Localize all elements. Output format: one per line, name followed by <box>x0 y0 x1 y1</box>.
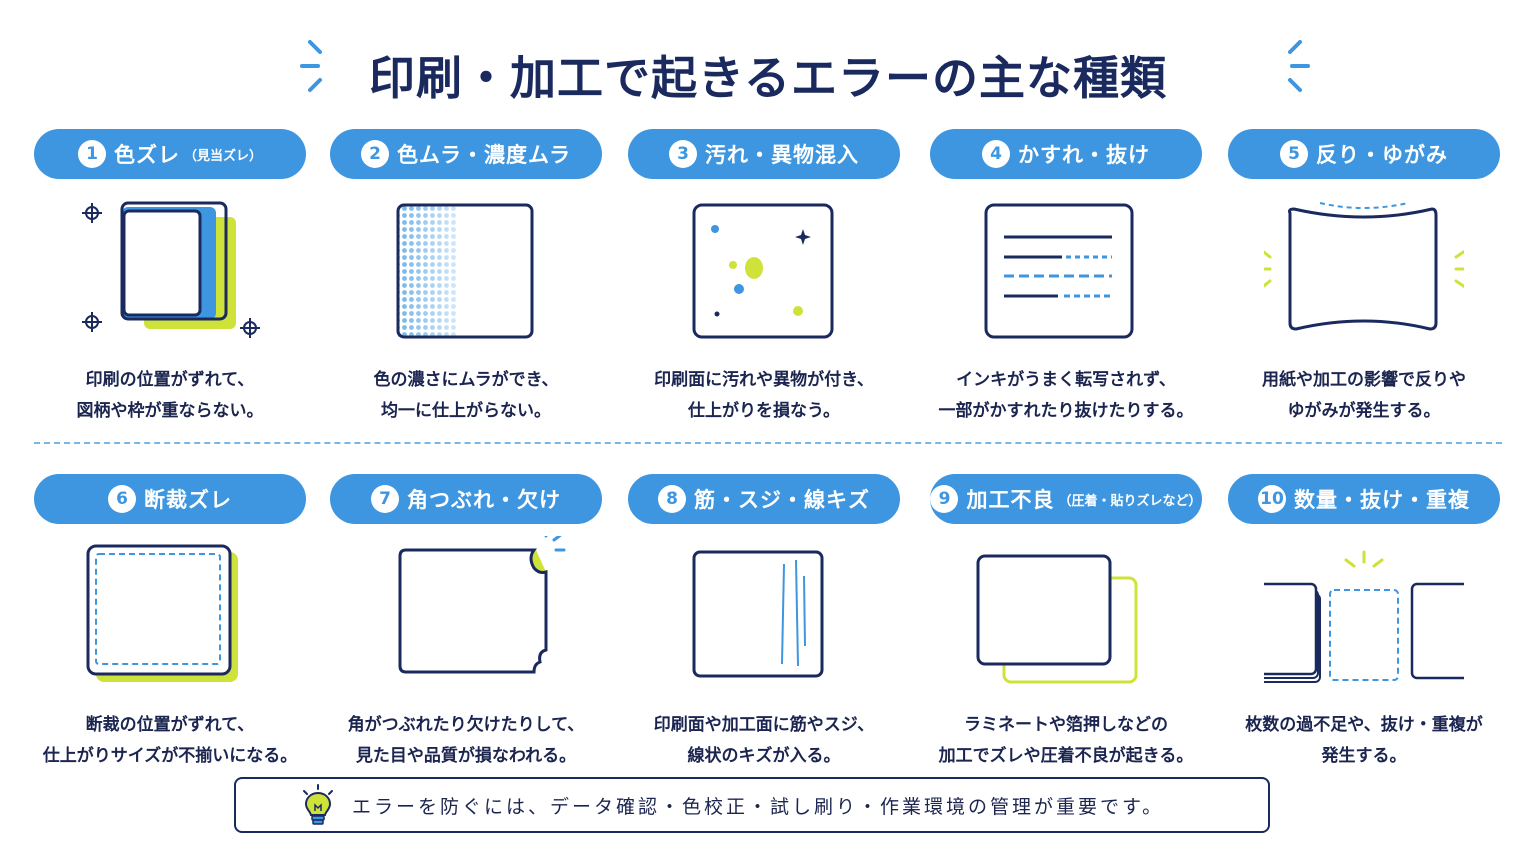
scratch-lines-icon <box>692 550 824 678</box>
error-card-4: 4 かすれ・抜け インキがうまく転写されず、 一部がかすれたり抜けたりする。 <box>930 129 1202 429</box>
error-description-2: 色の濃さにムラができ、 均一に仕上がらない。 <box>373 370 559 421</box>
error-label: 色ズレ <box>113 143 180 167</box>
faded-lines-icon <box>984 203 1134 339</box>
quantity-error-icon <box>1264 550 1464 683</box>
error-card-7: 7 角つぶれ・欠け 角がつぶれたり欠けたりして、 見た目や品質が損なわれる。 <box>330 474 602 774</box>
density-unevenness-icon <box>396 203 534 339</box>
sparkle-right-icon <box>1288 40 1310 92</box>
error-description-8: 印刷面や加工面に筋やスジ、 線状のキズが入る。 <box>653 715 875 766</box>
error-header-1: 1 色ズレ （見当ズレ） <box>34 129 306 179</box>
error-header-8: 8 筋・スジ・線キズ <box>628 474 900 524</box>
error-label: 数量・抜け・重複 <box>1294 488 1470 512</box>
warped-sheet-icon <box>1264 202 1464 331</box>
tip-box: エラーを防ぐには、データ確認・色校正・試し刷り・作業環境の管理が重要です。 <box>234 777 1270 833</box>
error-description-7: 角がつぶれたり欠けたりして、 見た目や品質が損なわれる。 <box>347 715 585 766</box>
error-card-8: 8 筋・スジ・線キズ 印刷面や加工面に筋やスジ、 線状のキズが入る。 <box>628 474 900 774</box>
error-label: 汚れ・異物混入 <box>705 143 859 167</box>
error-number: 10 <box>1258 485 1286 513</box>
error-label: 加工不良 <box>966 488 1055 512</box>
sparkle-left-icon <box>300 40 322 92</box>
error-sublabel: （圧着・貼りズレなど） <box>1058 493 1202 509</box>
error-description-6: 断裁の位置がずれて、 仕上がりサイズが不揃いになる。 <box>42 715 298 766</box>
error-card-2: 2 色ムラ・濃度ムラ 色の濃さにムラができ、 均一に仕上がらない。 <box>330 129 602 429</box>
error-card-5: 5 反り・ゆがみ 用紙や加工の影響で反りや ゆがみが発生する。 <box>1228 129 1500 429</box>
section-divider <box>34 442 1502 444</box>
error-card-1: 1 色ズレ （見当ズレ） 印刷の位置がずれて、 図柄や枠が重ならない。 <box>34 129 306 429</box>
error-header-5: 5 反り・ゆがみ <box>1228 129 1500 179</box>
error-number: 6 <box>108 485 136 513</box>
error-header-10: 10 数量・抜け・重複 <box>1228 474 1500 524</box>
error-number: 8 <box>658 485 686 513</box>
error-number: 2 <box>361 140 390 168</box>
error-header-3: 3 汚れ・異物混入 <box>628 129 900 179</box>
misregistration-icon <box>82 201 260 338</box>
finishing-defect-icon <box>976 554 1138 684</box>
error-header-7: 7 角つぶれ・欠け <box>330 474 602 524</box>
error-sublabel: （見当ズレ） <box>183 148 262 164</box>
error-label: かすれ・抜け <box>1018 143 1150 167</box>
error-label: 筋・スジ・線キズ <box>694 488 870 512</box>
error-description-1: 印刷の位置がずれて、 図柄や枠が重ならない。 <box>76 370 264 421</box>
error-number: 3 <box>669 140 697 168</box>
tip-text: エラーを防ぐには、データ確認・色校正・試し刷り・作業環境の管理が重要です。 <box>352 795 1165 818</box>
error-card-9: 9 加工不良 （圧着・貼りズレなど） ラミネートや箔押しなどの 加工でズレや圧着… <box>930 474 1202 774</box>
error-number: 4 <box>982 140 1010 168</box>
error-header-9: 9 加工不良 （圧着・貼りズレなど） <box>930 474 1202 524</box>
error-card-6: 6 断裁ズレ 断裁の位置がずれて、 仕上がりサイズが不揃いになる。 <box>34 474 306 774</box>
error-description-5: 用紙や加工の影響で反りや ゆがみが発生する。 <box>1262 370 1466 421</box>
title-area: 印刷・加工で起きるエラーの主な種類 <box>0 34 1536 110</box>
error-number: 9 <box>930 485 959 513</box>
error-label: 角つぶれ・欠け <box>407 488 561 512</box>
page-title: 印刷・加工で起きるエラーの主な種類 <box>368 51 1168 105</box>
error-label: 反り・ゆがみ <box>1316 143 1448 167</box>
error-description-3: 印刷面に汚れや異物が付き、 仕上がりを損なう。 <box>654 370 874 421</box>
error-description-4: インキがうまく転写されず、 一部がかすれたり抜けたりする。 <box>938 370 1194 421</box>
error-number: 7 <box>371 485 399 513</box>
error-description-10: 枚数の過不足や、抜け・重複が 発生する。 <box>1245 715 1483 766</box>
stain-debris-icon <box>692 203 834 339</box>
error-number: 1 <box>77 140 106 168</box>
lightbulb-icon <box>303 784 333 825</box>
error-description-9: ラミネートや箔押しなどの 加工でズレや圧着不良が起きる。 <box>938 715 1194 766</box>
cut-misalignment-icon <box>86 544 238 682</box>
damaged-corner-icon <box>398 536 566 674</box>
error-number: 5 <box>1280 140 1308 168</box>
error-label: 色ムラ・濃度ムラ <box>397 143 571 167</box>
error-card-10: 10 数量・抜け・重複 枚数の過不足や、抜け・重複が 発生する。 <box>1228 474 1500 774</box>
error-card-3: 3 汚れ・異物混入 印刷面に汚れや異物が付き、 仕上がりを損なう。 <box>628 129 900 429</box>
error-label: 断裁ズレ <box>144 488 232 512</box>
error-header-6: 6 断裁ズレ <box>34 474 306 524</box>
error-header-4: 4 かすれ・抜け <box>930 129 1202 179</box>
error-header-2: 2 色ムラ・濃度ムラ <box>330 129 602 179</box>
